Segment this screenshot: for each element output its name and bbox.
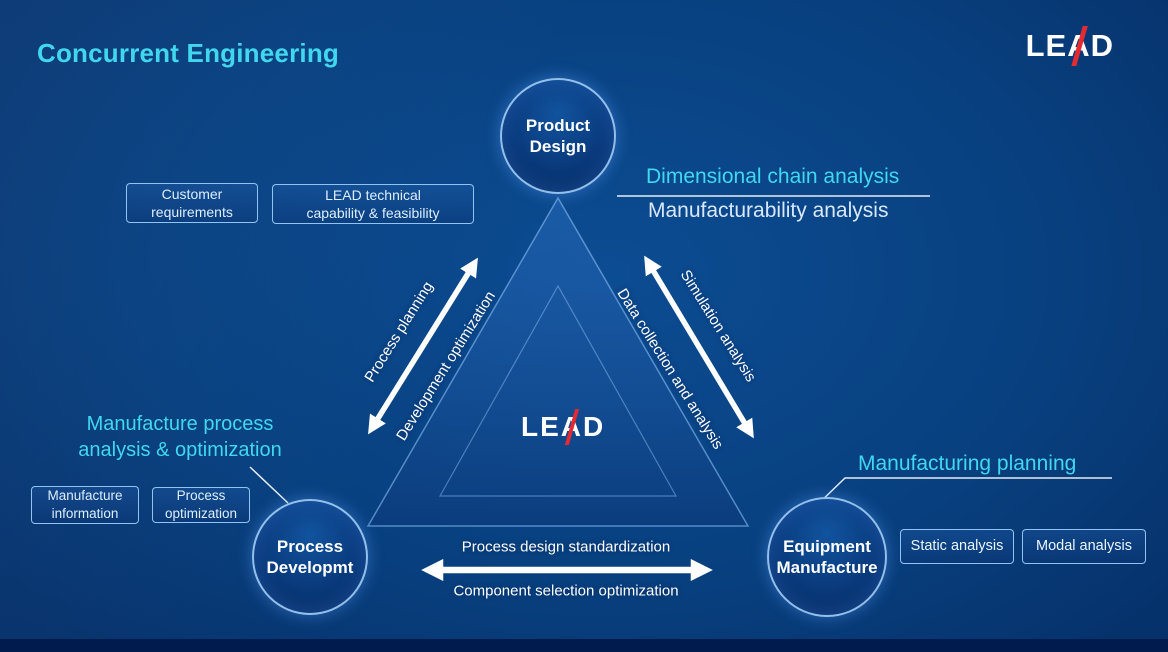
edge-label-process-planning: Process planning bbox=[361, 278, 437, 386]
note-lead-capability: LEAD technical capability & feasibility bbox=[272, 184, 474, 224]
note-line: capability & feasibility bbox=[306, 205, 440, 221]
lead-logo-center: LEAD bbox=[521, 411, 605, 443]
node-label: Manufacture bbox=[776, 558, 878, 577]
edge-label-component-selection-optimization: Component selection optimization bbox=[453, 582, 679, 600]
node-label: Design bbox=[529, 137, 587, 156]
node-product-design: Product Design bbox=[500, 78, 616, 194]
heading-manufacturing-planning: Manufacturing planning bbox=[858, 452, 1077, 475]
page-title: Concurrent Engineering bbox=[37, 38, 339, 68]
note-line: Customer bbox=[161, 185, 223, 202]
node-label: Developmt bbox=[266, 558, 354, 577]
logo-letter-a: A bbox=[560, 411, 584, 442]
note-line: information bbox=[51, 506, 119, 521]
process-heading-connector bbox=[249, 466, 289, 504]
note-line: LEAD technical bbox=[325, 186, 421, 203]
label-dimensional-chain-analysis: Dimensional chain analysis bbox=[646, 165, 900, 188]
logo-text-right: D bbox=[583, 411, 606, 442]
logo-text-left: LE bbox=[521, 411, 561, 442]
note-line: optimization bbox=[164, 506, 238, 521]
logo-text-right: D bbox=[1090, 28, 1114, 63]
label-manufacturability-analysis: Manufacturability analysis bbox=[648, 199, 889, 222]
edge-label-simulation-analysis: Simulation analysis bbox=[676, 267, 760, 385]
note-manufacture-information: Manufacture information bbox=[31, 486, 139, 524]
bottom-strip bbox=[0, 639, 1168, 652]
lead-logo: LEAD bbox=[1026, 28, 1114, 64]
note-customer-requirements: Customer requirements bbox=[126, 183, 258, 223]
node-label: Equipment bbox=[783, 536, 871, 556]
heading-line: analysis & optimization bbox=[78, 439, 282, 462]
edge-label-process-design-standardization: Process design standardization bbox=[461, 538, 671, 556]
note-line: Process bbox=[176, 488, 226, 504]
node-equipment-manufacture: Equipment Manufacture bbox=[767, 497, 887, 617]
note-line: Modal analysis bbox=[1036, 538, 1132, 555]
note-modal-analysis: Modal analysis bbox=[1022, 529, 1146, 564]
node-label: Product bbox=[525, 115, 591, 135]
heading-line: Manufacture process bbox=[86, 413, 274, 435]
triangle-outer bbox=[366, 196, 750, 527]
note-line: requirements bbox=[151, 204, 233, 220]
note-static-analysis: Static analysis bbox=[900, 529, 1014, 564]
node-process-development: Process Developmt bbox=[252, 499, 368, 615]
node-label: Process bbox=[276, 536, 344, 556]
note-line: Manufacture bbox=[47, 488, 123, 504]
logo-text-left: LE bbox=[1025, 28, 1068, 63]
note-line: Static analysis bbox=[910, 538, 1004, 555]
heading-manufacture-process: Manufacture process analysis & optimizat… bbox=[40, 411, 320, 464]
logo-letter-a: A bbox=[1067, 28, 1091, 63]
note-process-optimization: Process optimization bbox=[152, 487, 250, 523]
